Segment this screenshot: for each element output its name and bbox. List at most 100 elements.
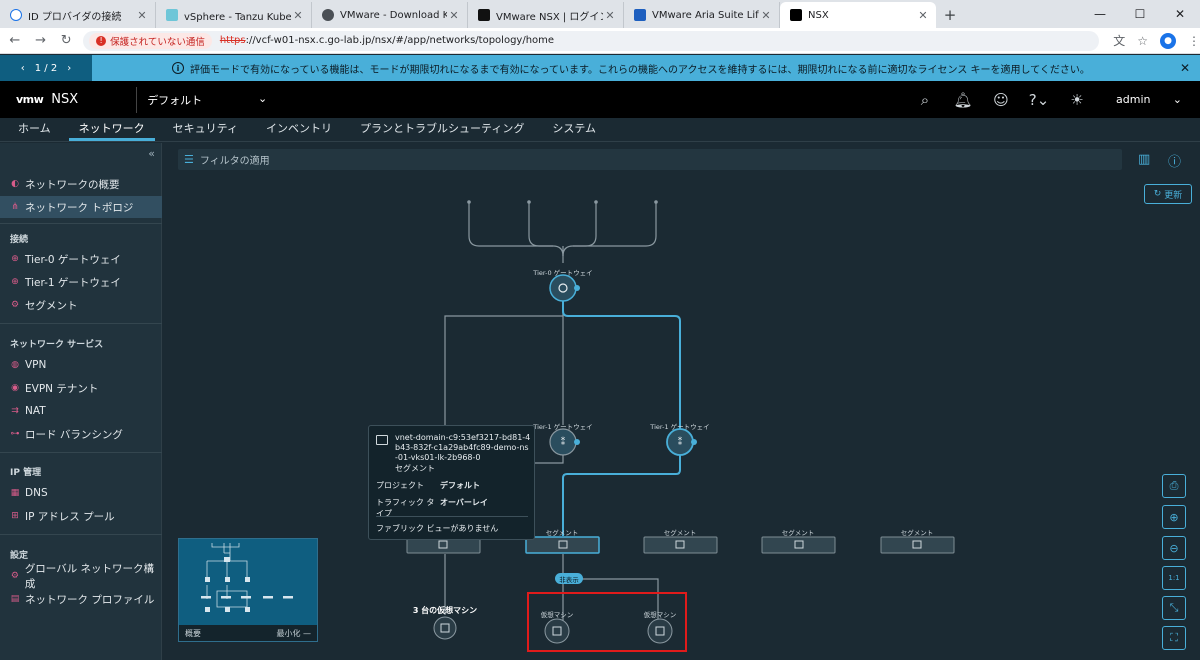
- filter-icon: ☰: [184, 153, 194, 166]
- topology-canvas[interactable]: ☰ フィルタの適用 ▥ ⓘ ↻ 更新: [163, 143, 1200, 660]
- sidebar-section-settings: 設定: [10, 551, 29, 561]
- bell-icon[interactable]: 🔔︎: [953, 90, 973, 109]
- topology-graph: ⁑ ⁑: [406, 200, 955, 644]
- bookmark-star-icon[interactable]: ☆: [1137, 33, 1148, 48]
- chevron-left-icon[interactable]: ‹: [20, 62, 25, 74]
- segment-node[interactable]: [643, 536, 718, 554]
- sidebar-item-global-network-config[interactable]: ⚙ グローバル ネットワーク構成: [10, 563, 155, 590]
- vm-circle: [544, 618, 570, 644]
- nav-networking[interactable]: ネットワーク: [68, 120, 155, 141]
- collapse-sidebar-icon[interactable]: «: [148, 147, 155, 160]
- actual-size-button[interactable]: 1:1: [1162, 566, 1186, 590]
- forward-icon[interactable]: →: [35, 33, 46, 48]
- zoom-in-button[interactable]: ⊕: [1162, 505, 1186, 529]
- minimap-overview-label: 概要: [185, 628, 201, 638]
- sidebar-item-ip-pools[interactable]: ⊞ IP アドレス プール: [11, 510, 115, 523]
- nav-home[interactable]: ホーム: [18, 122, 51, 135]
- theme-sun-icon[interactable]: ☀: [1070, 90, 1084, 109]
- vm-node[interactable]: [647, 618, 673, 644]
- tab-title: ID プロバイダの接続: [28, 11, 122, 23]
- vsphere-icon: [166, 9, 178, 21]
- chevron-right-icon[interactable]: ›: [67, 62, 72, 74]
- expand-dot-icon[interactable]: [574, 439, 580, 445]
- nav-inventory[interactable]: インベントリ: [266, 122, 333, 135]
- translate-icon[interactable]: 文: [1113, 34, 1126, 48]
- sidebar-item-vpn[interactable]: ◍ VPN: [11, 359, 47, 371]
- tier1-gateway-node-active[interactable]: ⁑: [666, 428, 697, 456]
- sidebar-item-nat[interactable]: ⇉ NAT: [11, 405, 46, 417]
- close-icon[interactable]: ✕: [137, 8, 147, 22]
- help-icon[interactable]: ⓘ: [1168, 155, 1182, 170]
- minimap[interactable]: 概要 最小化 —: [178, 538, 318, 642]
- export-button[interactable]: ⎙: [1162, 474, 1186, 498]
- globe-icon: [10, 9, 22, 21]
- nav-system[interactable]: システム: [552, 122, 597, 135]
- close-icon[interactable]: ✕: [918, 8, 928, 22]
- close-window-icon[interactable]: ✕: [1174, 7, 1186, 21]
- maximize-icon[interactable]: ☐: [1134, 7, 1146, 21]
- vm-node[interactable]: [544, 618, 570, 644]
- profile-avatar-icon[interactable]: ●: [1160, 32, 1176, 49]
- hidden-badge[interactable]: 非表示: [555, 573, 583, 584]
- segment-box: [643, 536, 718, 554]
- close-icon[interactable]: ✕: [449, 8, 459, 22]
- browser-tab-2[interactable]: vSphere - Tanzu Kubernetes クラ ✕: [156, 2, 312, 28]
- sidebar-item-tier1[interactable]: ⊕ Tier-1 ゲートウェイ: [11, 276, 121, 289]
- vpn-icon: ◍: [11, 360, 19, 370]
- segment-box: [761, 536, 836, 554]
- expand-dot-icon[interactable]: [691, 439, 697, 445]
- back-icon[interactable]: ←: [9, 33, 21, 48]
- uplink-endpoint: [527, 200, 531, 204]
- tier0-gateway-node[interactable]: [549, 274, 580, 302]
- sidebar-item-load-balancing[interactable]: ⊶ ロード バランシング: [10, 428, 123, 441]
- segment-icon: [376, 435, 388, 445]
- zoom-out-button[interactable]: ⊖: [1162, 536, 1186, 560]
- url-text: ://vcf-w01-nsx.c.go-lab.jp/nsx/#/app/net…: [245, 35, 555, 46]
- minimap-minimize-button[interactable]: 最小化 —: [276, 628, 311, 638]
- fit-to-screen-button[interactable]: ⛶: [1162, 626, 1186, 650]
- url-input[interactable]: ! 保護されていない通信 https ://vcf-w01-nsx.c.go-l…: [83, 30, 1100, 51]
- browser-tab-6[interactable]: NSX ✕: [780, 2, 936, 28]
- chevron-down-icon: ⌄: [1172, 93, 1182, 106]
- close-icon[interactable]: ✕: [761, 8, 771, 22]
- sidebar-item-dns[interactable]: ▦ DNS: [10, 487, 48, 499]
- browser-tab-5[interactable]: VMware Aria Suite Lifecycle ✕: [624, 2, 780, 28]
- segment-node[interactable]: [880, 536, 955, 554]
- segment-node-active[interactable]: [525, 536, 600, 554]
- browser-tab-4[interactable]: VMware NSX | ログイン ✕: [468, 2, 624, 28]
- user-menu[interactable]: admin ⌄: [1116, 93, 1182, 106]
- map-icon[interactable]: ▥: [1138, 152, 1151, 167]
- segment-node[interactable]: [761, 536, 836, 554]
- refresh-button[interactable]: ↻ 更新: [1144, 184, 1192, 204]
- browser-tab-1[interactable]: ID プロバイダの接続 ✕: [0, 2, 156, 28]
- nav-security[interactable]: セキュリティ: [172, 122, 239, 135]
- minimize-icon[interactable]: —: [1094, 7, 1106, 21]
- browser-tab-3[interactable]: VMware - Download Kubernetes ✕: [312, 2, 468, 28]
- close-icon[interactable]: ✕: [293, 8, 303, 22]
- project-select[interactable]: デフォルト ⌄: [147, 91, 268, 107]
- sidebar-item-network-overview[interactable]: ◐ ネットワークの概要: [11, 178, 120, 191]
- chrome-icon: [322, 9, 334, 21]
- security-chip[interactable]: ! 保護されていない通信: [89, 32, 212, 49]
- sidebar-item-tier0[interactable]: ⊕ Tier-0 ゲートウェイ: [11, 253, 121, 266]
- sidebar-item-network-topology[interactable]: ⋔ ネットワーク トポロジ: [0, 196, 162, 218]
- sidebar-item-network-profiles[interactable]: ▤ ネットワーク プロファイル: [10, 593, 155, 606]
- collapse-view-button[interactable]: ⤡: [1162, 596, 1186, 620]
- search-icon[interactable]: ⌕: [920, 90, 930, 109]
- segment-box: [880, 536, 955, 554]
- filter-input[interactable]: ☰ フィルタの適用: [178, 149, 1122, 170]
- close-icon[interactable]: ✕: [1179, 61, 1191, 75]
- new-tab-button[interactable]: +: [943, 6, 957, 24]
- nav-plan-troubleshoot[interactable]: プランとトラブルシューティング: [360, 122, 525, 135]
- vm-circle: [433, 616, 457, 640]
- close-icon[interactable]: ✕: [605, 8, 615, 22]
- browser-menu-icon[interactable]: ⋮: [1188, 33, 1200, 48]
- help-icon[interactable]: ?⌄: [1028, 90, 1050, 109]
- sidebar-item-segments[interactable]: ⚙ セグメント: [10, 299, 78, 312]
- sidebar-item-evpn-tenant[interactable]: ◉ EVPN テナント: [11, 382, 99, 395]
- reload-icon[interactable]: ↻: [60, 33, 72, 48]
- smiley-icon[interactable]: ☺: [993, 90, 1009, 109]
- expand-dot-icon[interactable]: [574, 285, 580, 291]
- tier1-gateway-node[interactable]: ⁑: [549, 428, 580, 456]
- vm-group-node[interactable]: [433, 616, 457, 640]
